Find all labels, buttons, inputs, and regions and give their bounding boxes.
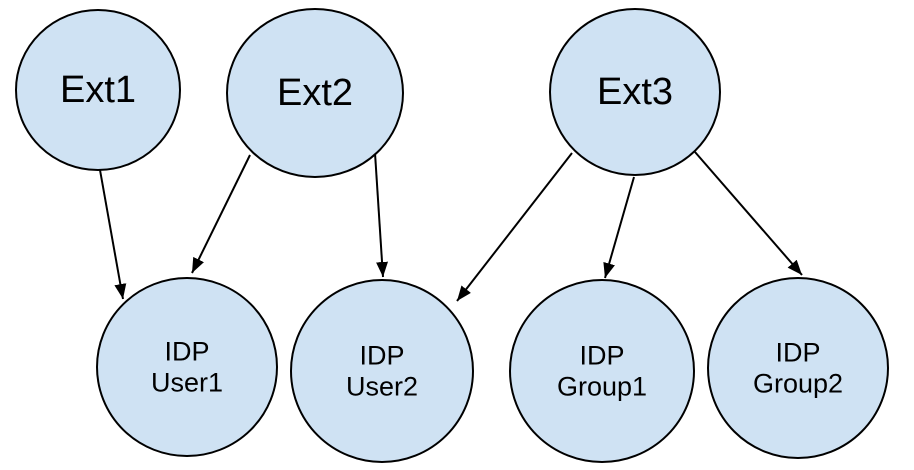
node-idp-user1-label: IDP User1: [151, 337, 223, 398]
node-label-line: User1: [150, 367, 224, 397]
node-ext2-circle: [226, 8, 404, 178]
node-idp-user1-circle: [96, 277, 278, 457]
edges: [99, 151, 803, 302]
node-idp-user2-circle: [290, 279, 474, 463]
node-label-line: IDP: [579, 340, 625, 371]
node-idp-group2-circle: [707, 277, 889, 459]
node-idp-group1-circle: [509, 279, 695, 463]
node-ext2-label: Ext2: [276, 72, 354, 115]
nodes: [15, 8, 889, 463]
node-idp-group2-label: IDP Group2: [753, 338, 843, 399]
node-ext1-circle: [15, 9, 181, 171]
node-ext3-circle: [549, 8, 721, 176]
node-ext1-label: Ext1: [59, 69, 137, 112]
node-label-line: User2: [345, 371, 419, 401]
node-label-line: Group1: [556, 371, 648, 401]
edge-ext3-to-idp-group1: [603, 176, 635, 279]
edge-ext3-to-idp-group2: [694, 151, 803, 276]
node-label-line: IDP: [359, 340, 405, 371]
edge-ext2-to-idp-user1: [191, 154, 251, 274]
edge-ext2-to-idp-user2: [374, 152, 389, 278]
edge-ext1-to-idp-user1: [99, 169, 127, 300]
node-ext3-label: Ext3: [596, 71, 674, 114]
node-idp-group1-label: IDP Group1: [557, 341, 647, 402]
node-label-line: IDP: [775, 337, 821, 368]
node-label-line: Group2: [752, 368, 844, 398]
node-label-line: IDP: [164, 336, 210, 367]
node-idp-user2-label: IDP User2: [346, 341, 418, 402]
edge-ext3-to-idp-user2: [456, 152, 573, 302]
